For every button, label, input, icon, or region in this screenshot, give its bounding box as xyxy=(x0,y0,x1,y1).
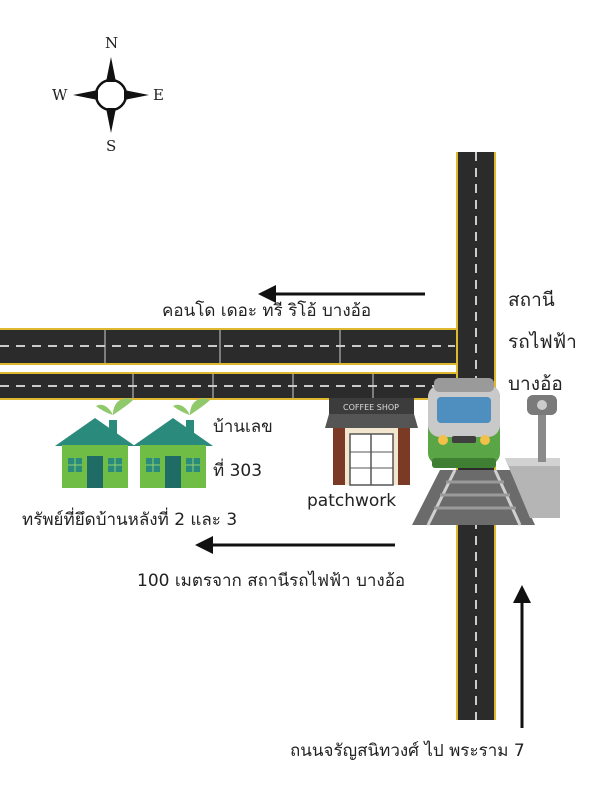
train-icon xyxy=(428,378,500,468)
house-number-line1: บ้านเลข xyxy=(213,417,273,437)
station-label-line3: บางอ้อ xyxy=(508,373,563,395)
compass-east-label: E xyxy=(153,86,164,104)
platform-icon xyxy=(505,395,560,518)
house-icon xyxy=(133,398,213,488)
station-label-line1: สถานี xyxy=(508,289,555,311)
compass-rose-icon xyxy=(73,57,149,133)
arrow-up-icon xyxy=(513,585,531,728)
cafe-label: patchwork xyxy=(307,491,397,511)
compass-north-label: N xyxy=(105,34,119,52)
arrow-left-icon xyxy=(195,536,395,554)
station-label-line2: รถไฟฟ้า xyxy=(508,331,577,353)
house-number-line2: ที่ 303 xyxy=(213,461,263,481)
house-icon xyxy=(55,398,135,488)
compass-west-label: W xyxy=(52,86,68,104)
road-label: ถนนจรัญสนิทวงศ์ ไป พระราม 7 xyxy=(290,741,525,761)
rail-track-icon xyxy=(412,469,535,526)
distance-label: 100 เมตรจาก สถานีรถไฟฟ้า บางอ้อ xyxy=(137,571,406,591)
horizontal-road xyxy=(0,328,470,400)
compass-south-label: S xyxy=(106,137,117,155)
property-label: ทรัพย์ที่ยึดบ้านหลังที่ 2 และ 3 xyxy=(22,510,238,530)
coffee-shop-icon xyxy=(325,398,418,486)
arrow-left-icon xyxy=(258,285,425,303)
coffee-shop-sign: COFFEE SHOP xyxy=(343,403,399,412)
condo-label: คอนโด เดอะ ทรี ริโอ้ บางอ้อ xyxy=(162,301,372,321)
